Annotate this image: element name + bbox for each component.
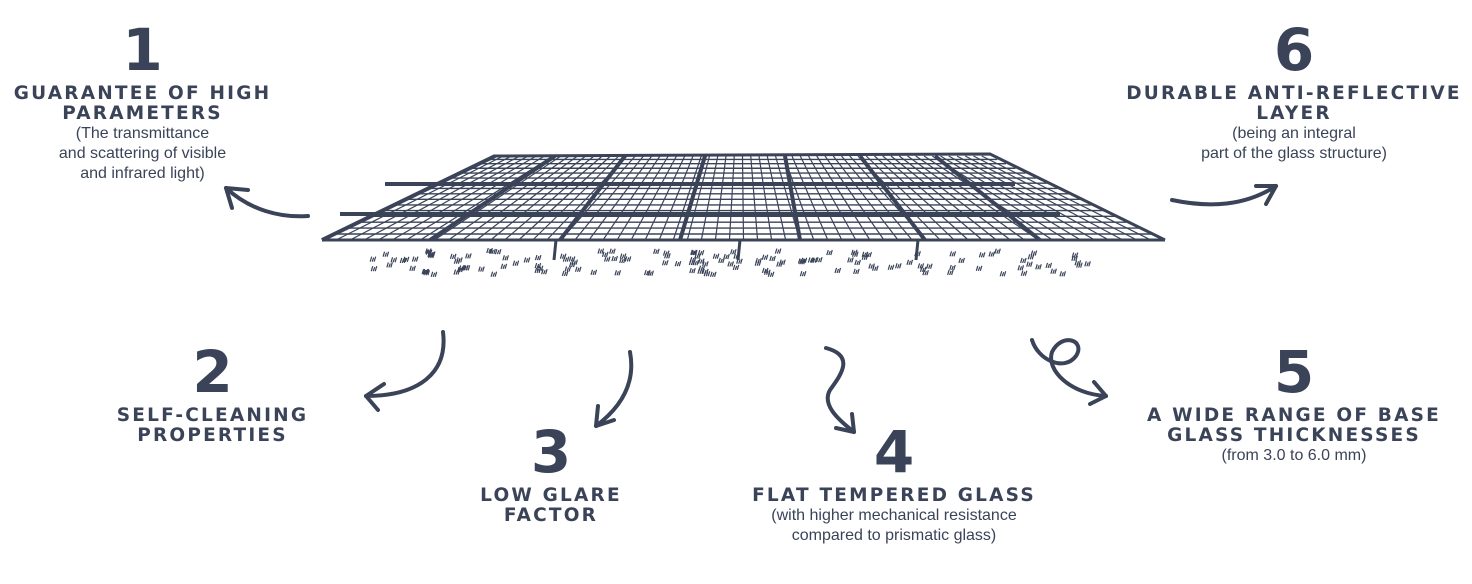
arrow-icon	[1030, 338, 1108, 406]
feature-2: 2 SELF-CLEANING PROPERTIES	[110, 342, 315, 446]
feature-number: 2	[192, 338, 233, 406]
feature-description: (being an integral part of the glass str…	[1201, 125, 1387, 162]
feature-title: A WIDE RANGE OF BASE GLASS THICKNESSES	[1147, 405, 1441, 446]
arrow-icon	[824, 346, 856, 434]
feature-title: DURABLE ANTI-REFLECTIVE LAYER	[1126, 83, 1462, 124]
grass-icon	[369, 247, 1091, 277]
feature-3: 3 LOW GLARE FACTOR	[470, 422, 632, 526]
feature-number: 3	[530, 418, 572, 486]
arrow-icon	[224, 186, 310, 219]
feature-number: 4	[873, 418, 915, 486]
feature-number: 5	[1273, 338, 1315, 406]
arrow-icon	[594, 350, 634, 428]
feature-6: 6 DURABLE ANTI-REFLECTIVE LAYER (being a…	[1120, 20, 1468, 164]
feature-title: SELF-CLEANING PROPERTIES	[116, 405, 309, 446]
feature-4: 4 FLAT TEMPERED GLASS (with higher mecha…	[735, 422, 1053, 546]
feature-number: 6	[1273, 16, 1315, 84]
feature-1: 1 GUARANTEE OF HIGH PARAMETERS (The tran…	[10, 20, 275, 184]
feature-description: (with higher mechanical resistance compa…	[771, 507, 1017, 544]
solar-panel-array	[321, 152, 1166, 261]
feature-number: 1	[122, 16, 163, 84]
feature-5: 5 A WIDE RANGE OF BASE GLASS THICKNESSES…	[1130, 342, 1458, 466]
feature-title: FLAT TEMPERED GLASS	[752, 485, 1036, 506]
feature-description: (The transmittance and scattering of vis…	[58, 125, 227, 182]
feature-title: LOW GLARE FACTOR	[480, 485, 622, 526]
feature-title: GUARANTEE OF HIGH PARAMETERS	[13, 83, 272, 124]
arrow-icon	[1170, 184, 1278, 207]
arrow-icon	[364, 330, 446, 412]
feature-description: (from 3.0 to 6.0 mm)	[1221, 447, 1367, 464]
